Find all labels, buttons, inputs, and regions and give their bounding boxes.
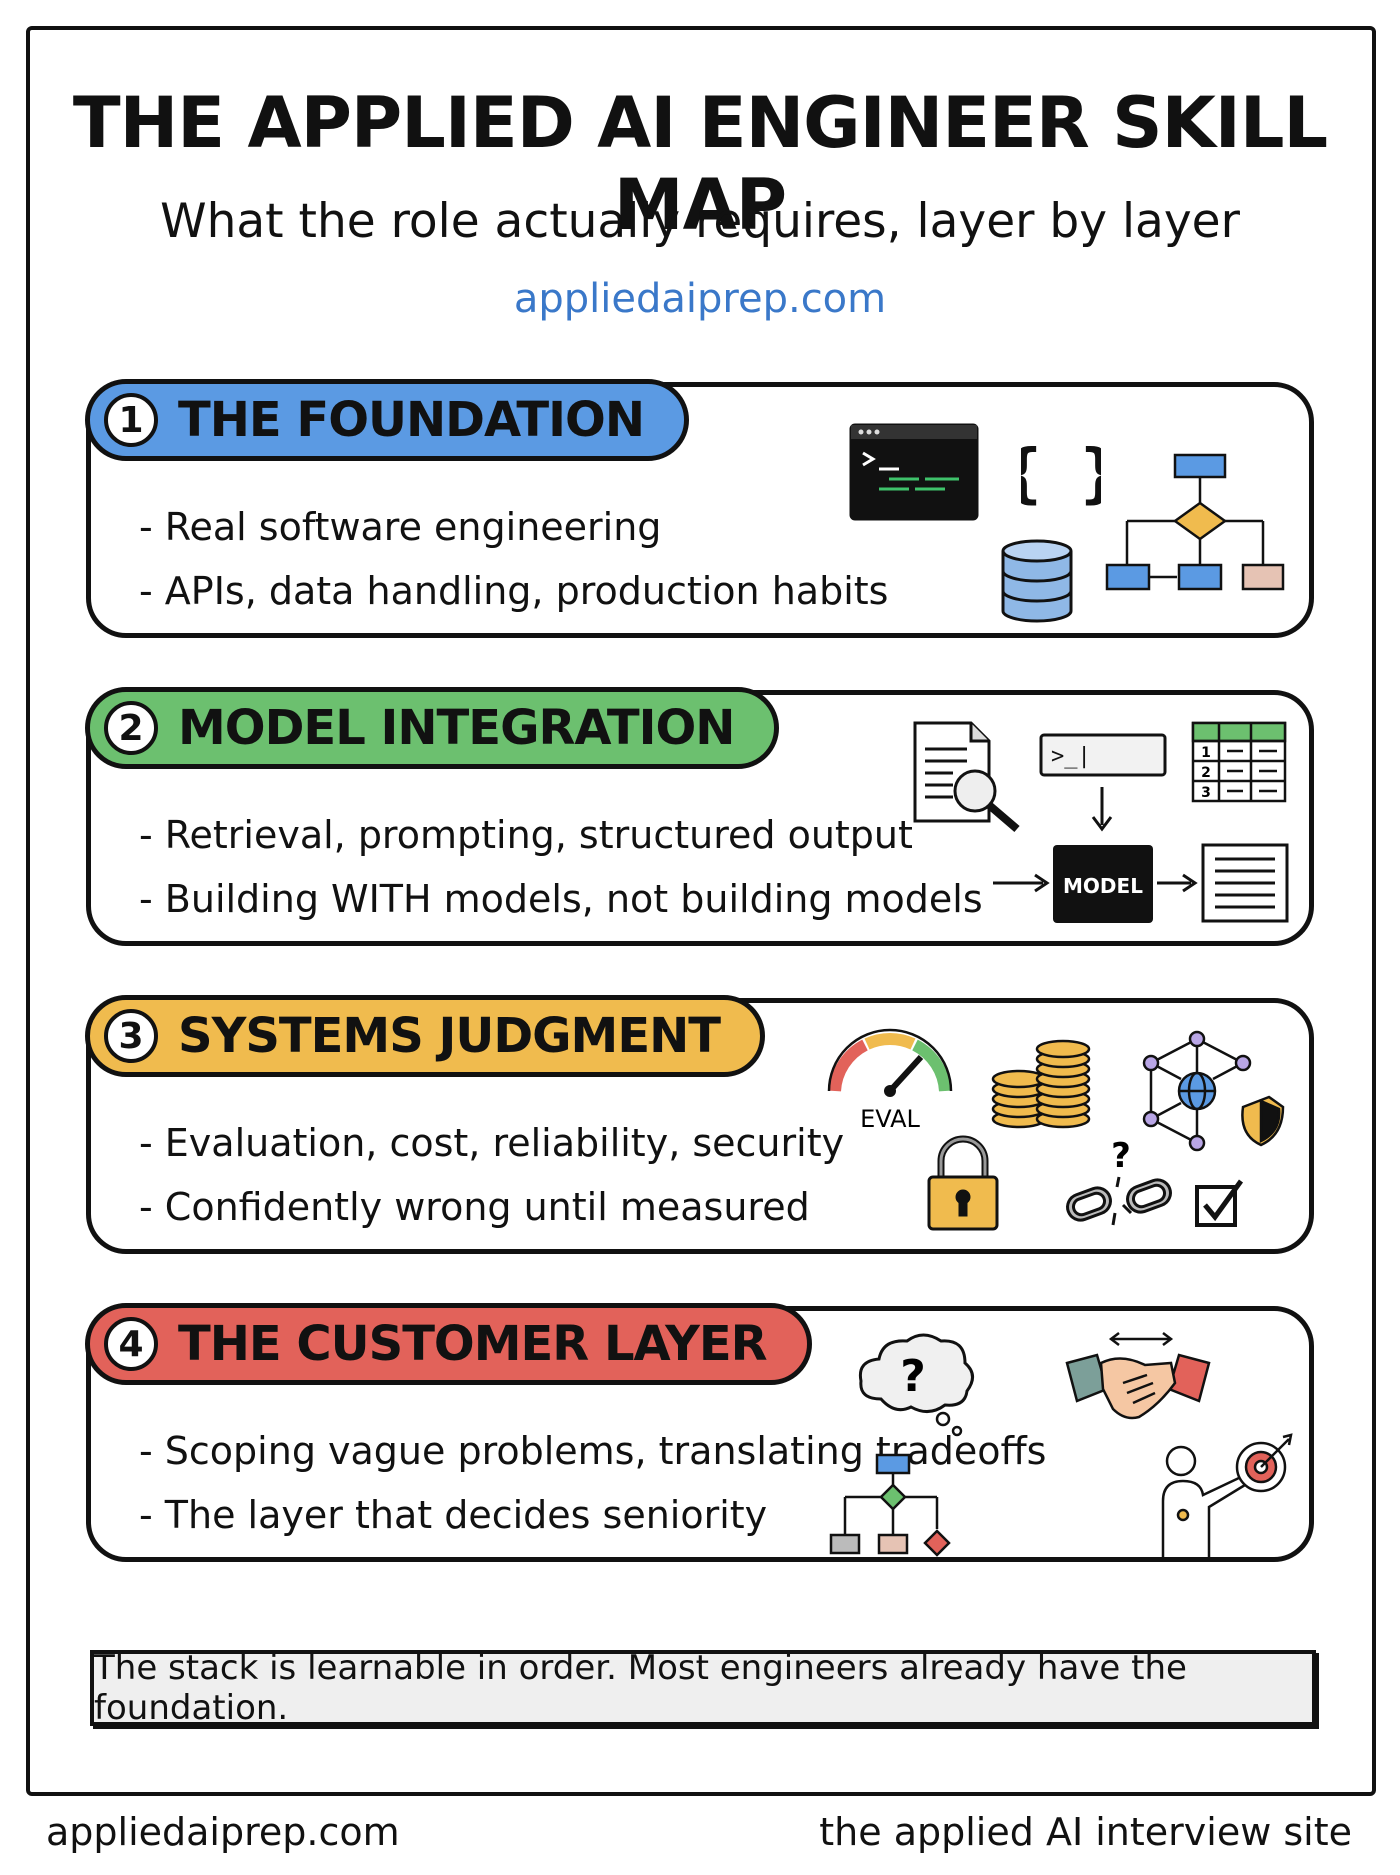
site-link[interactable]: appliedaiprep.com [513,276,887,322]
model-box-icon: MODEL [1053,845,1153,923]
table-row-number: 3 [1201,785,1211,801]
document-search-icon [913,721,1020,833]
layer-title: SYSTEMS JUDGMENT [178,1008,721,1064]
question-mark: ? [1111,1136,1131,1176]
model-label: MODEL [1063,874,1143,898]
page-subtitle: What the role actually requires, layer b… [160,194,1240,249]
layer-tag: 1 THE FOUNDATION [85,379,689,461]
database-icon [1001,539,1073,623]
flowchart-icon [1105,453,1285,591]
broken-chain-icon: ? [1066,1136,1172,1226]
arrow-down-icon [1091,787,1113,832]
layer-tag: 3 SYSTEMS JUDGMENT [85,995,766,1077]
arrow-right-icon [993,873,1050,893]
thought-bubble-question-icon: ? [858,1333,974,1437]
layer-number: 3 [104,1009,158,1063]
layer-bullet: - APIs, data handling, production habits [139,569,889,613]
layer-number: 2 [104,701,158,755]
layer-tag: 2 MODEL INTEGRATION [85,687,780,769]
layer-card-systems-judgment: 3 SYSTEMS JUDGMENT - Evaluation, cost, r… [85,995,1314,1254]
layer-number: 4 [104,1317,158,1371]
page-title: THE APPLIED AI ENGINEER SKILL MAP [72,82,1328,246]
padlock-icon [927,1135,999,1231]
layer-number: 1 [104,393,158,447]
layer-title: THE FOUNDATION [178,392,645,448]
curly-braces-icon: { } [1021,437,1101,511]
page-frame [26,26,1376,1796]
layer-title: THE CUSTOMER LAYER [178,1316,768,1372]
table-row-number: 1 [1201,745,1211,761]
layer-bullet: - Building WITH models, not building mod… [139,877,983,921]
layer-bullet: - Real software engineering [139,505,662,549]
terminal-icon [849,423,979,521]
footer-tagline: the applied AI interview site [819,1810,1352,1854]
decision-flowchart-icon [829,1453,951,1557]
layer-card-foundation: 1 THE FOUNDATION - Real software enginee… [85,379,1314,638]
layer-card-model-integration: 2 MODEL INTEGRATION - Retrieval, prompti… [85,687,1314,946]
handshake-icon [1065,1332,1211,1420]
svg-text:{ }: { } [1021,437,1101,511]
layer-bullet: - Evaluation, cost, reliability, securit… [139,1121,845,1165]
prompt-input-icon: >_| [1039,733,1167,777]
layer-card-customer: 4 THE CUSTOMER LAYER - Scoping vague pro… [85,1303,1314,1562]
coins-icon [991,1039,1091,1129]
layer-bullet: - The layer that decides seniority [139,1493,768,1537]
layer-bullet: - Confidently wrong until measured [139,1185,810,1229]
network-shield-icon [1142,1030,1285,1152]
layer-bullet: - Retrieval, prompting, structured outpu… [139,813,913,857]
footer-site-link[interactable]: appliedaiprep.com [46,1810,400,1854]
arrow-right-icon [1157,873,1198,893]
output-document-icon [1201,843,1289,923]
layer-tag: 4 THE CUSTOMER LAYER [85,1303,812,1385]
table-row-number: 2 [1201,765,1211,781]
eval-label: EVAL [860,1105,920,1133]
layer-title: MODEL INTEGRATION [178,700,735,756]
prompt-text: >_| [1051,744,1091,769]
eval-gauge-icon: EVAL [827,1028,953,1133]
question-mark: ? [900,1351,926,1402]
checkbox-icon [1195,1179,1244,1227]
footer-note: The stack is learnable in order. Most en… [90,1648,1316,1728]
person-target-icon [1161,1433,1293,1557]
table-icon: 1 2 3 [1191,721,1287,803]
